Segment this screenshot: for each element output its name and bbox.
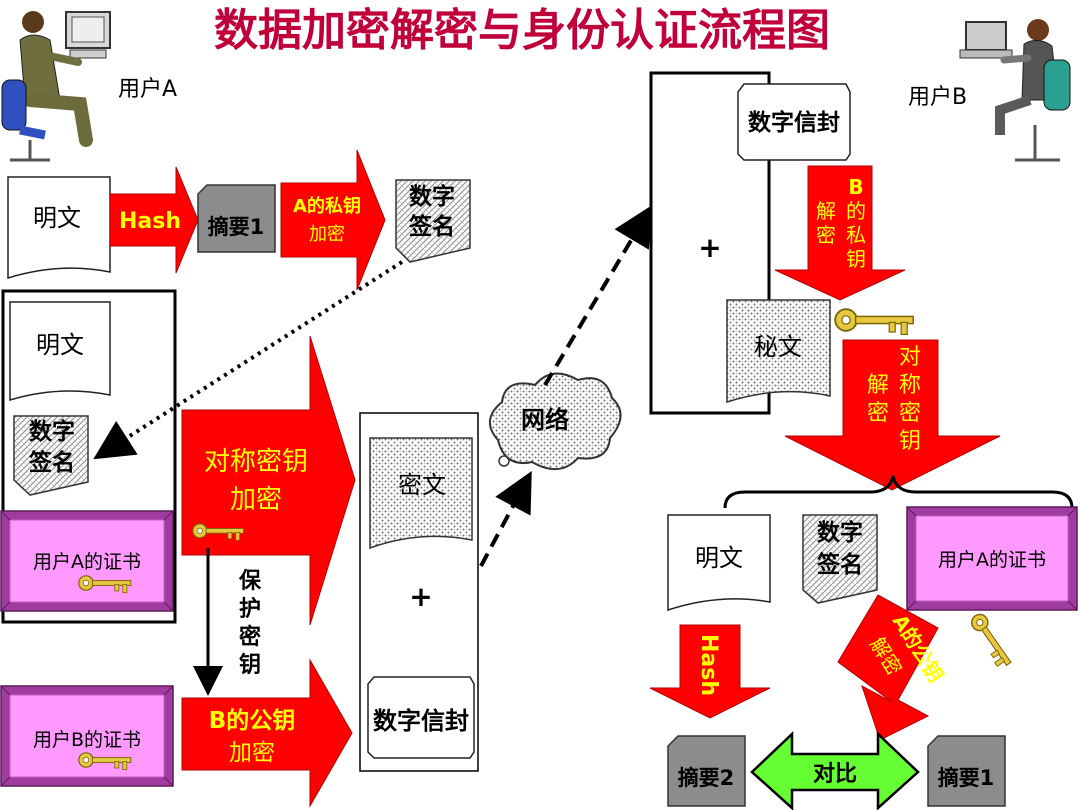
sym-encrypt-line1: 对称密钥	[204, 447, 308, 477]
right-signature-line2: 签名	[816, 551, 863, 578]
pub-encrypt-line2: 加密	[229, 740, 275, 766]
mid-envelope-label: 数字信封	[373, 707, 469, 735]
protect-key-label: 保 护 密 钥	[238, 569, 262, 678]
golden-key-icon	[834, 308, 915, 336]
signature-doc-top: 数字 签名	[395, 179, 471, 263]
ciphertext-doc-right: 秘文	[726, 299, 831, 404]
symmetric-key-decrypt-arrow: 对 称 密 钥 解 密	[784, 339, 1001, 491]
network-cloud-icon: 网络	[489, 372, 622, 470]
priv-decrypt-char: 的	[846, 199, 866, 223]
hash-arrow: Hash	[109, 166, 199, 274]
right-envelope-label: 数字信封	[748, 109, 840, 136]
mid-ciphertext-label: 密文	[398, 471, 446, 499]
compare-double-arrow: 对比	[750, 731, 920, 810]
sym-decrypt-char: 钥	[899, 429, 921, 454]
plaintext-label: 明文	[33, 204, 81, 232]
priv-decrypt-char: 私	[846, 223, 866, 247]
receive-dashed-arrow	[543, 205, 653, 387]
diagram-title: 数据加密解密与身份认证流程图	[214, 5, 830, 56]
signature-top-line2: 签名	[408, 213, 455, 240]
private-key-encrypt-line1: A的私钥	[293, 195, 361, 217]
compare-label: 对比	[813, 762, 857, 787]
protect-key-char: 钥	[239, 652, 261, 678]
box-signature-line1: 数字	[29, 418, 75, 445]
digest1-label: 摘要1	[208, 215, 265, 239]
result-brace	[723, 475, 1074, 509]
sender-package-box	[1, 289, 177, 624]
sym-decrypt-char: 密	[899, 401, 921, 426]
box-signature-line2: 签名	[28, 449, 75, 476]
user-a-certificate-right: 用户A的证书	[906, 506, 1078, 611]
hash-down-label: Hash	[696, 634, 721, 696]
public-key-encrypt-arrow: B的公钥 加密	[181, 658, 353, 808]
digest1-right-label: 摘要1	[938, 766, 995, 790]
priv-decrypt-char: 解	[816, 199, 836, 223]
envelope-doc-middle: 数字信封	[367, 676, 475, 759]
box-plaintext-label: 明文	[36, 331, 84, 359]
protect-key-char: 护	[239, 597, 261, 622]
protect-key-char: 保	[238, 569, 262, 594]
private-key-decrypt-arrow: B 的 私 钥 解 密	[774, 165, 906, 301]
pub-encrypt-line1: B的公钥	[209, 707, 296, 734]
sym-decrypt-char: 对	[899, 345, 921, 370]
sym-decrypt-char: 解	[867, 373, 889, 398]
hash-down-arrow: Hash	[649, 624, 771, 719]
envelope-doc-right: 数字信封	[737, 83, 851, 161]
send-dashed-arrow	[479, 470, 532, 567]
cert-a-left-label: 用户A的证书	[33, 551, 141, 573]
signature-doc-box: 数字 签名	[13, 415, 89, 496]
protect-key-char: 密	[239, 624, 261, 650]
signature-doc-right: 数字 签名	[802, 514, 878, 604]
right-plus-sign: +	[698, 231, 721, 264]
public-key-decrypt-arrow: A的公钥 解密	[837, 594, 948, 741]
plaintext-doc-top: 明文	[7, 176, 111, 280]
hash-label: Hash	[119, 209, 181, 234]
user-b-label: 用户B	[908, 85, 967, 110]
cert-b-label: 用户B的证书	[33, 729, 141, 751]
user-b-certificate: 用户B的证书	[0, 685, 174, 787]
mid-plus-sign: +	[409, 580, 432, 613]
digest1-doc-right: 摘要1	[927, 735, 1006, 807]
priv-decrypt-char: B	[848, 175, 863, 199]
user-b-icon	[959, 19, 1071, 162]
priv-decrypt-char: 密	[816, 223, 836, 247]
network-label: 网络	[521, 406, 569, 434]
digest1-doc: 摘要1	[197, 184, 276, 253]
user-a-label: 用户A	[118, 77, 177, 102]
right-plaintext-label: 明文	[695, 544, 743, 572]
priv-decrypt-char: 钥	[846, 247, 866, 271]
signature-top-line1: 数字	[409, 183, 455, 210]
private-key-encrypt-line2: 加密	[309, 224, 345, 245]
symmetric-key-encrypt-arrow: 对称密钥 加密	[181, 335, 356, 626]
plaintext-doc-right: 明文	[667, 514, 771, 612]
sym-decrypt-char: 密	[867, 401, 889, 426]
right-ciphertext-label: 秘文	[754, 333, 802, 361]
sym-encrypt-line2: 加密	[230, 485, 282, 515]
right-signature-line1: 数字	[817, 519, 863, 546]
digest2-label: 摘要2	[678, 766, 735, 790]
cert-a-right-label: 用户A的证书	[938, 549, 1046, 571]
digest2-doc: 摘要2	[667, 735, 746, 807]
user-a-certificate-left: 用户A的证书	[0, 510, 174, 612]
golden-key-icon	[965, 610, 1017, 671]
plaintext-doc-box: 明文	[9, 301, 111, 402]
ciphertext-doc-middle: 密文	[369, 437, 473, 550]
sym-decrypt-char: 称	[899, 373, 921, 398]
signature-copy-dotted-arrow	[93, 260, 404, 460]
user-a-icon	[1, 11, 111, 162]
private-key-encrypt-arrow: A的私钥 加密	[280, 149, 386, 291]
